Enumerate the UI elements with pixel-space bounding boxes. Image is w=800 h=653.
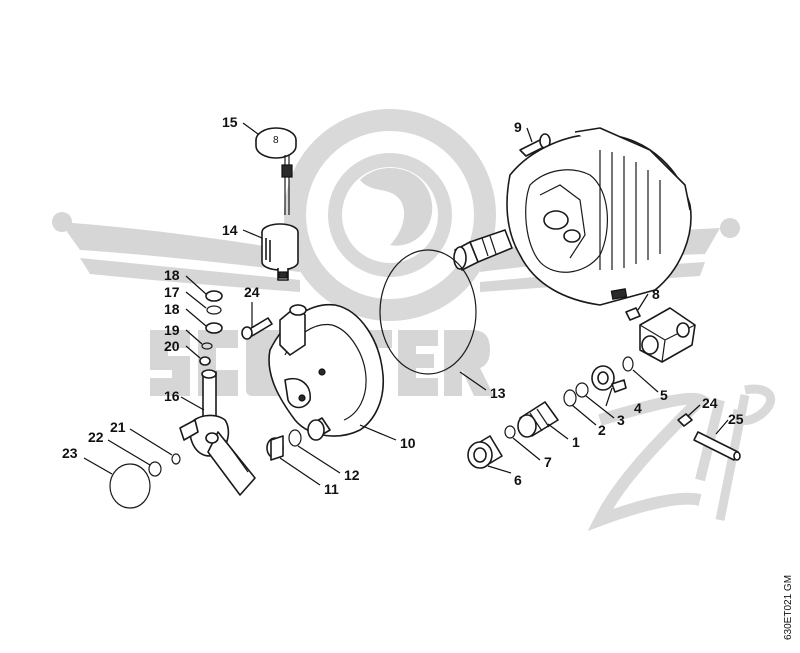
part-25-clip: [677, 413, 693, 427]
part-1-nozzle: [517, 401, 559, 438]
part-21-ring: [171, 453, 181, 465]
callout-18a: 18: [164, 267, 180, 283]
part-7-ring: [504, 425, 516, 439]
part-12-ring: [288, 429, 302, 447]
callout-11: 11: [324, 481, 339, 497]
part-5-ring: [622, 356, 634, 372]
callout-21: 21: [110, 419, 126, 435]
callout-22: 22: [88, 429, 104, 445]
callout-15: 15: [222, 114, 238, 130]
callout-23: 23: [62, 445, 78, 461]
motor-housing: [453, 127, 692, 306]
part-26-pin: [693, 431, 741, 461]
callout-13: 13: [490, 385, 506, 401]
part-11-plug: [266, 435, 284, 461]
callout-18b: 18: [164, 301, 180, 317]
part-17-ring: [206, 305, 222, 315]
part-23-o-ring: [109, 463, 151, 509]
part-15-cap: 8: [255, 127, 297, 215]
callout-1: 1: [572, 434, 580, 450]
part-19-ring: [201, 342, 213, 350]
part-3-ring: [575, 382, 589, 398]
part-18-ring-top: [205, 290, 223, 302]
part-22-ring: [148, 461, 162, 477]
callout-8: 8: [652, 286, 660, 302]
part-18-ring-bottom: [205, 322, 223, 334]
callout-24: 24: [244, 284, 260, 300]
callout-10: 10: [400, 435, 416, 451]
callout-3: 3: [617, 412, 625, 428]
leader-lines: [83, 122, 729, 486]
part-20-seal: [199, 356, 211, 366]
part-24-screw: [241, 317, 273, 340]
callout-6: 6: [514, 472, 522, 488]
callout-20: 20: [164, 338, 180, 354]
callout-labels: 15 14 9 18 17 18 19 20 16 24 21 22 23 11…: [62, 114, 744, 497]
callout-2: 2: [598, 422, 606, 438]
part-4-connector: [591, 365, 627, 393]
callout-19: 19: [164, 322, 180, 338]
part-6-cap: [467, 435, 503, 469]
part-10-cover: [268, 303, 385, 438]
part-12-fitting: [307, 419, 325, 441]
drawing-code: 630ET021 GM: [783, 575, 794, 640]
part-8-block: [625, 307, 696, 363]
callout-9: 9: [514, 119, 522, 135]
callout-7: 7: [544, 454, 552, 470]
part-14-cylinder: [261, 223, 299, 281]
svg-text:8: 8: [273, 135, 279, 146]
callout-17: 17: [164, 284, 180, 300]
callout-16: 16: [164, 388, 180, 404]
callout-26: 25: [728, 411, 744, 427]
callout-12: 12: [344, 467, 360, 483]
callout-5: 5: [660, 387, 668, 403]
callout-25: 24: [702, 395, 718, 411]
callout-4: 4: [634, 400, 642, 416]
part-2-ring: [563, 389, 577, 407]
callout-14: 14: [222, 222, 238, 238]
part-13-o-ring: [379, 249, 477, 375]
part-16-spray-handle: [179, 369, 256, 496]
